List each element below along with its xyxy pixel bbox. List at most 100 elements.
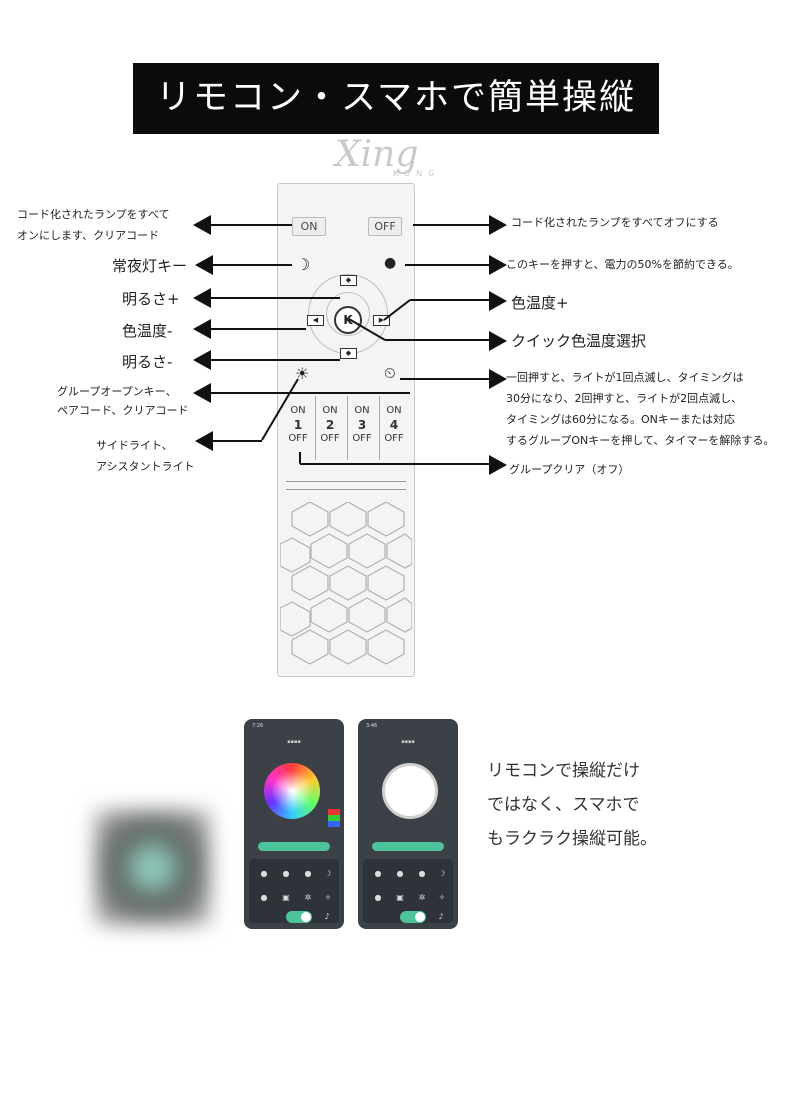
scene-icon[interactable]: ✲ <box>304 893 312 902</box>
bulb-icon[interactable]: ● <box>282 869 290 878</box>
power-toggle[interactable] <box>400 911 426 923</box>
side-light-icon[interactable]: ☀ <box>295 364 310 383</box>
status-time: 7:26 <box>252 723 264 729</box>
power-toggle[interactable] <box>286 911 312 923</box>
status-time: 3:46 <box>366 723 378 729</box>
bulb-icon[interactable]: ● <box>260 893 268 902</box>
side-light-leader <box>261 378 299 441</box>
group-on[interactable]: ON <box>322 405 338 416</box>
caption-line-1: リモコンで操縦だけ <box>487 761 640 781</box>
arrow-line <box>210 392 410 394</box>
arrow-head <box>489 255 507 275</box>
power-save-icon[interactable]: ● <box>384 255 397 271</box>
arrow-line <box>400 378 491 380</box>
bulb-icon[interactable]: ● <box>304 869 312 878</box>
arrow-line <box>210 224 292 226</box>
arrow-head <box>193 215 211 235</box>
night-light-icon[interactable]: ☽ <box>296 255 311 274</box>
arrow-head <box>193 383 211 403</box>
mic-icon[interactable]: ♪ <box>324 912 330 921</box>
color-wheel-center <box>271 770 313 812</box>
remote-control: ON OFF ☽ ● ◆ ◆ ◀ ▶ K ☀ ⏲ ON 1 OFF ON 2 O… <box>277 183 415 677</box>
group-on[interactable]: ON <box>354 405 370 416</box>
label-quick: クイック色温度選択 <box>511 332 647 350</box>
group-on[interactable]: ON <box>386 405 402 416</box>
arrow-head <box>489 455 507 475</box>
group-4[interactable]: ON 4 OFF <box>382 404 406 446</box>
arrow-head <box>489 331 507 351</box>
arrow-head <box>489 369 507 389</box>
star-icon[interactable]: ✧ <box>438 893 446 902</box>
label-code-on-1: コード化されたランプをすべて <box>17 208 170 221</box>
smartphone-caption: リモコンで操縦だけ ではなく、スマホで もラクラク操縦可能。 <box>487 754 657 856</box>
page-title: リモコン・スマホで簡単操縦 <box>133 63 659 134</box>
quick-leader <box>348 318 491 341</box>
group-off[interactable]: OFF <box>320 433 340 444</box>
label-side-1: サイドライト、 <box>96 439 173 452</box>
brightness-up-button[interactable]: ◆ <box>340 275 357 286</box>
label-bright-up: 明るさ+ <box>122 290 180 308</box>
status-bar: 7:26 <box>244 719 344 739</box>
arrow-line <box>210 328 306 330</box>
speaker-grille <box>280 502 412 665</box>
timer-icon[interactable]: ▣ <box>282 893 290 902</box>
moon-icon[interactable]: ☽ <box>324 869 332 878</box>
group-2[interactable]: ON 2 OFF <box>318 404 342 446</box>
label-timer-1: 一回押すと、ライトが1回点滅し、タイミングは <box>506 371 744 384</box>
label-group-open-2: ペアコード、クリアコード <box>57 404 189 417</box>
group-off[interactable]: OFF <box>288 433 308 444</box>
ct-up-button[interactable]: ▶ <box>373 315 390 326</box>
group-number: 1 <box>293 418 303 432</box>
timer-icon[interactable]: ▣ <box>396 893 404 902</box>
group-3[interactable]: ON 3 OFF <box>350 404 374 446</box>
group-off[interactable]: OFF <box>384 433 404 444</box>
arrow-line <box>212 264 292 266</box>
label-timer-3: タイミングは60分になる。ONキーまたは対応 <box>506 413 735 426</box>
arrow-line <box>413 224 491 226</box>
on-button[interactable]: ON <box>292 217 326 236</box>
caption-line-2: ではなく、スマホで <box>487 795 640 815</box>
phone-screen-white: 3:46 ▪▪▪▪ ● ● ● ☽ ● ▣ ✲ ✧ ♪ <box>358 719 458 929</box>
arrow-line <box>210 359 340 361</box>
off-button[interactable]: OFF <box>368 217 402 236</box>
arrow-head <box>193 288 211 308</box>
arrow-head <box>489 291 507 311</box>
group-number: 4 <box>389 418 399 432</box>
group-on[interactable]: ON <box>290 405 306 416</box>
scene-icon[interactable]: ✲ <box>418 893 426 902</box>
timer-icon[interactable]: ⏲ <box>384 364 396 382</box>
star-icon[interactable]: ✧ <box>324 893 332 902</box>
caption-line-3: もラクラク操縦可能。 <box>487 829 657 849</box>
phone-screen-color: 7:26 ▪▪▪▪ ● ● ● ☽ ● ▣ ✲ ✧ ♪ <box>244 719 344 929</box>
label-side-2: アシスタントライト <box>96 460 195 473</box>
ct-down-button[interactable]: ◀ <box>307 315 324 326</box>
group-clear-leader <box>299 452 490 465</box>
brightness-slider[interactable] <box>372 842 444 851</box>
group-divider <box>347 396 348 460</box>
bulb-icon[interactable]: ● <box>418 869 426 878</box>
group-divider <box>315 396 316 460</box>
mic-icon[interactable]: ♪ <box>438 912 444 921</box>
label-code-off: コード化されたランプをすべてオフにする <box>511 216 719 229</box>
group-off[interactable]: OFF <box>352 433 372 444</box>
label-timer-4: するグループONキーを押して、タイマーを解除する。 <box>506 434 775 447</box>
moon-icon[interactable]: ☽ <box>438 869 446 878</box>
group-1[interactable]: ON 1 OFF <box>286 404 310 446</box>
app-header: ▪▪▪▪ <box>401 739 415 745</box>
label-save: このキーを押すと、電力の50%を節約できる。 <box>506 258 739 271</box>
brightness-slider[interactable] <box>258 842 330 851</box>
white-light-dial[interactable] <box>382 763 438 819</box>
label-group-clear: グループクリア（オフ） <box>509 463 630 476</box>
group-divider <box>379 396 380 460</box>
status-bar: 3:46 <box>358 719 458 739</box>
brightness-down-button[interactable]: ◆ <box>340 348 357 359</box>
arrow-line <box>212 440 262 442</box>
label-night: 常夜灯キー <box>112 257 188 275</box>
bulb-icon[interactable]: ● <box>260 869 268 878</box>
inner-ring <box>326 292 370 336</box>
arrow-head <box>195 255 213 275</box>
quick-ct-button[interactable]: K <box>334 306 362 334</box>
bulb-icon[interactable]: ● <box>374 893 382 902</box>
bulb-icon[interactable]: ● <box>374 869 382 878</box>
bulb-icon[interactable]: ● <box>396 869 404 878</box>
